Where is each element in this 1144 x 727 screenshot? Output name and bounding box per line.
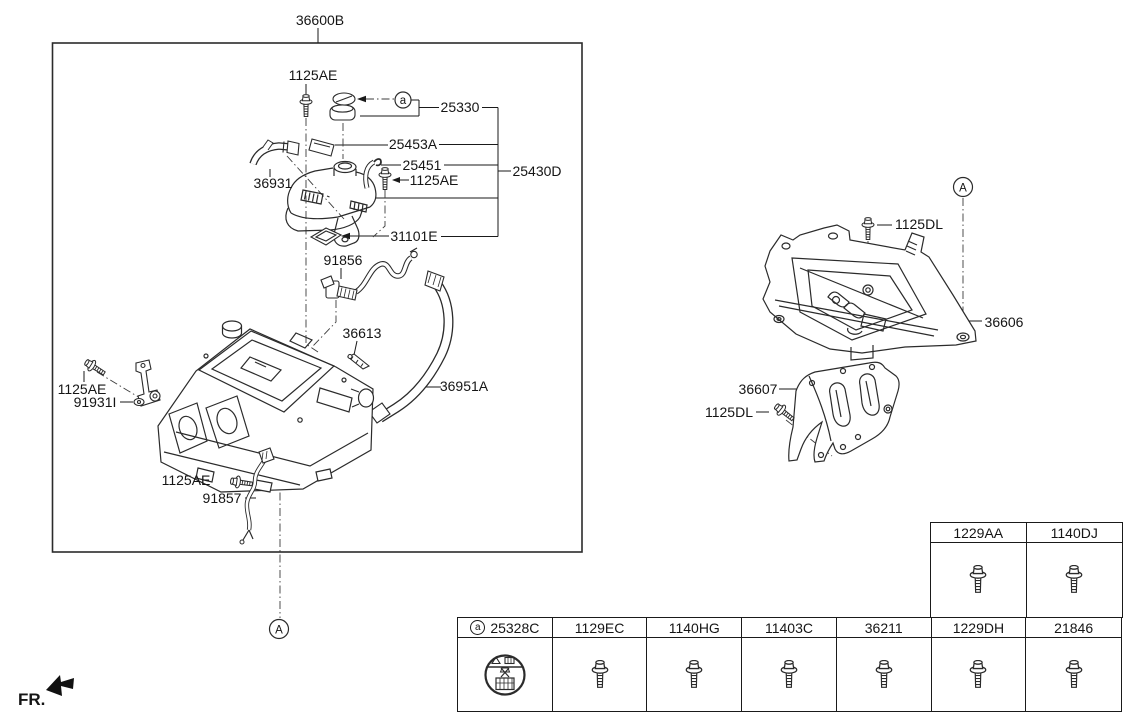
callout-25330: 25330 <box>441 99 480 115</box>
part-code-cell: 1129EC <box>552 618 648 638</box>
reservoir-pipe-25451 <box>363 158 382 189</box>
part-code: 11403C <box>764 619 813 636</box>
callout-36931: 36931 <box>254 175 293 191</box>
part-code: 1129EC <box>574 619 625 636</box>
fr-label: FR. <box>18 690 45 709</box>
callout-25430D: 25430D <box>512 163 561 179</box>
part-code: 36211 <box>864 619 903 636</box>
callout-25451: 25451 <box>403 157 442 173</box>
table-detail-marker-a: a <box>470 620 486 635</box>
callout-36607: 36607 <box>739 381 778 397</box>
callout-1125AE-4: 1125AE <box>162 472 211 488</box>
callout-91856: 91856 <box>324 252 363 268</box>
part-icon-cell <box>553 638 648 711</box>
callout-1125AE-3: 1125AE <box>58 381 107 397</box>
flange-bolt-icon <box>969 565 987 593</box>
section-marker-A-bottom: A <box>275 625 283 637</box>
part-icon-cell <box>647 638 743 711</box>
part-icon-cell <box>1026 638 1121 711</box>
fastener-table-lower: a 25328C 1129EC 1140HG 11403C 36211 1229… <box>457 617 1122 712</box>
hose-36951A <box>368 270 454 424</box>
part-icon-cell <box>932 638 1027 711</box>
flange-bolt-icon <box>685 659 703 688</box>
front-arrow-icon <box>46 675 74 696</box>
assembly-frame-36600B <box>51 42 583 553</box>
part-code-cell: 11403C <box>742 618 837 638</box>
bolt-1125AE-2 <box>378 167 392 190</box>
section-marker-A-right: A <box>959 183 967 195</box>
callout-91857: 91857 <box>203 490 242 506</box>
flange-bolt-icon <box>780 659 798 688</box>
flange-bolt-icon <box>875 659 893 688</box>
callout-36600B: 36600B <box>296 12 344 28</box>
callout-36613: 36613 <box>343 325 382 341</box>
callout-1125AE-1: 1125AE <box>289 67 338 83</box>
callout-36951A: 36951A <box>440 378 489 394</box>
flange-bolt-icon <box>591 659 608 688</box>
part-code: 1229DH <box>952 619 1005 636</box>
bracket-36606 <box>762 224 977 361</box>
reservoir-hose-36931 <box>249 139 300 166</box>
part-code-cell: 21846 <box>1026 618 1121 638</box>
callout-25453A: 25453A <box>389 136 438 152</box>
caution-cap-label-icon <box>484 653 526 696</box>
part-code-cell: 1140HG <box>647 618 743 638</box>
callout-31101E: 31101E <box>390 228 437 244</box>
battery-cable-91856 <box>320 247 418 301</box>
bracket-91931I <box>133 359 161 407</box>
part-icon-cell <box>458 638 553 711</box>
part-icon-cell <box>837 638 932 711</box>
flange-bolt-icon <box>1065 565 1083 593</box>
detail-marker-a: a <box>400 95 407 107</box>
reservoir-cap <box>329 92 356 121</box>
callout-36606: 36606 <box>985 314 1024 330</box>
detail-markers: a A A <box>268 91 974 640</box>
part-icon-cell <box>742 638 837 711</box>
front-direction-indicator: FR. <box>18 675 74 709</box>
flange-bolt-icon <box>1065 659 1082 688</box>
callout-labels: 36600B 1125AE 25330 25453A 25451 1125AE … <box>58 12 1024 506</box>
part-code-cell: 36211 <box>836 618 932 638</box>
part-code: 25328C <box>490 619 540 636</box>
part-code: 1140DJ <box>1050 524 1098 541</box>
part-code-cell: 1140DJ <box>1026 523 1122 543</box>
callout-1125DL-2: 1125DL <box>705 404 753 420</box>
callout-1125AE-2: 1125AE <box>410 172 459 188</box>
bolt-1125AE-3 <box>81 356 108 379</box>
part-code: 1229AA <box>953 524 1004 541</box>
callout-1125DL-1: 1125DL <box>895 216 943 232</box>
bolt-1125DL-1 <box>861 217 875 240</box>
bolt-1125AE-1 <box>299 94 313 117</box>
part-code-cell: a 25328C <box>458 618 553 638</box>
protector-36607 <box>788 361 900 463</box>
label-sticker-25453A <box>308 138 335 157</box>
callout-91931I: 91931I <box>74 394 117 410</box>
part-code: 1140HG <box>668 619 720 636</box>
flange-bolt-icon <box>970 659 987 688</box>
part-code-cell: 1229AA <box>931 523 1027 543</box>
part-icon-cell <box>1027 543 1123 617</box>
clip-36613 <box>346 353 371 370</box>
pad-31101E <box>309 227 343 246</box>
part-icon-cell <box>931 543 1027 617</box>
leader-lines <box>83 28 982 499</box>
part-code: 21846 <box>1054 619 1094 636</box>
fastener-table-upper: 1229AA 1140DJ <box>930 522 1123 618</box>
hpcu-unit <box>157 320 375 493</box>
part-code-cell: 1229DH <box>931 618 1027 638</box>
ground-cable-91857 <box>239 447 275 545</box>
